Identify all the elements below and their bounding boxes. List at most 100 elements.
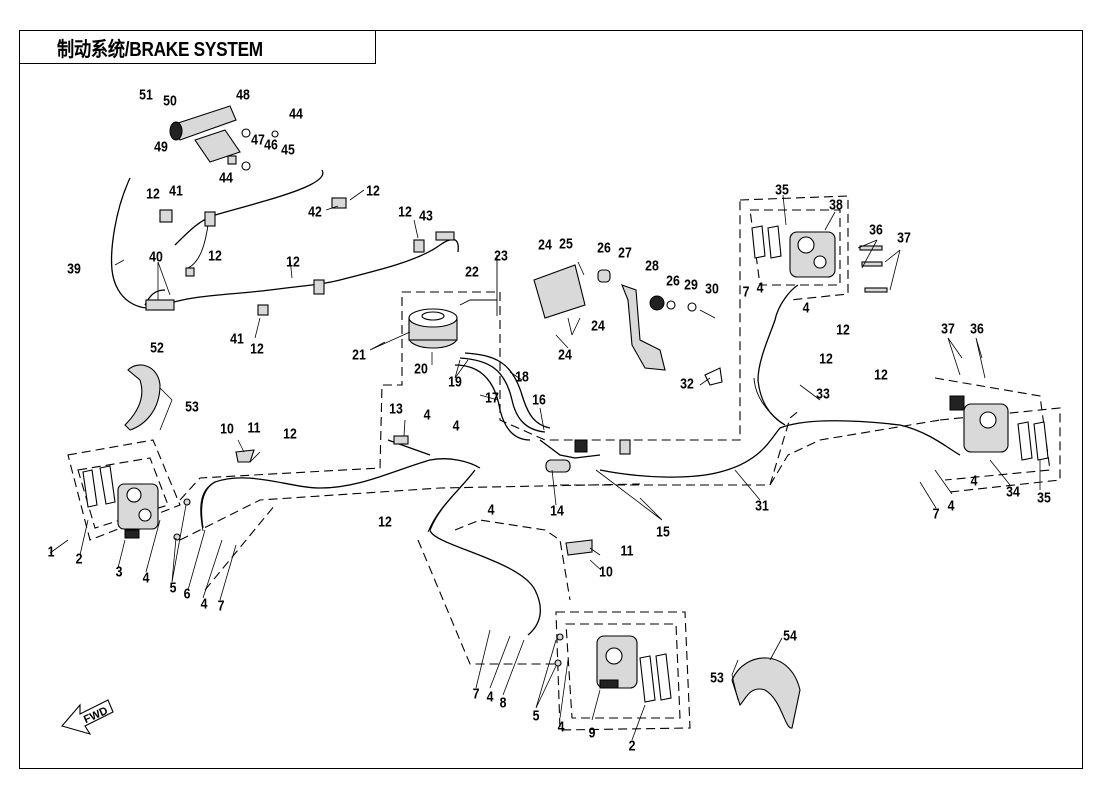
callout-4: 4: [557, 718, 565, 736]
callout-53: 53: [185, 398, 199, 416]
callout-46: 46: [264, 136, 278, 154]
callout-8: 8: [499, 694, 507, 712]
callout-36: 36: [869, 221, 883, 239]
callout-5: 5: [169, 579, 177, 597]
callout-1: 1: [47, 543, 55, 561]
callout-19: 19: [448, 373, 462, 391]
callout-35: 35: [1037, 489, 1051, 507]
callout-10: 10: [599, 563, 613, 581]
callout-4: 4: [947, 497, 955, 515]
callout-20: 20: [414, 360, 428, 378]
callout-18: 18: [515, 368, 529, 386]
small-components: [124, 155, 801, 729]
callout-12: 12: [366, 182, 380, 200]
callout-12: 12: [208, 247, 222, 265]
front-right-caliper: [949, 395, 1049, 461]
title-box: [19, 30, 376, 64]
callout-32: 32: [680, 375, 694, 393]
callout-4: 4: [970, 472, 978, 490]
callout-26: 26: [666, 272, 680, 290]
callout-50: 50: [163, 92, 177, 110]
callout-30: 30: [705, 280, 719, 298]
callout-40: 40: [149, 248, 163, 266]
callout-14: 14: [550, 502, 564, 520]
callout-3: 3: [115, 563, 123, 581]
callout-4: 4: [802, 299, 810, 317]
callout-36: 36: [970, 320, 984, 338]
brake-lines: [110, 169, 961, 636]
callout-21: 21: [352, 346, 366, 364]
callout-23: 23: [494, 247, 508, 265]
callout-5: 5: [532, 707, 540, 725]
callout-24: 24: [591, 317, 605, 335]
diagram-title: 制动系统/BRAKE SYSTEM: [57, 39, 263, 61]
callout-41: 41: [230, 330, 244, 348]
callout-4: 4: [142, 569, 150, 587]
callout-47: 47: [251, 131, 265, 149]
callout-24: 24: [538, 236, 552, 254]
callout-51: 51: [139, 86, 153, 104]
callout-28: 28: [645, 257, 659, 275]
callout-45: 45: [281, 141, 295, 159]
callout-29: 29: [684, 276, 698, 294]
callout-27: 27: [618, 244, 632, 262]
callout-38: 38: [829, 196, 843, 214]
callout-4: 4: [423, 406, 431, 424]
callout-12: 12: [874, 366, 888, 384]
callout-35: 35: [775, 181, 789, 199]
callout-34: 34: [1006, 483, 1020, 501]
callout-12: 12: [286, 253, 300, 271]
callout-13: 13: [389, 400, 403, 418]
callout-4: 4: [452, 417, 460, 435]
callout-25: 25: [559, 235, 573, 253]
callout-4: 4: [200, 595, 208, 613]
callout-17: 17: [485, 389, 499, 407]
leader-lines: [49, 189, 1041, 741]
callout-12: 12: [250, 340, 264, 358]
fwd-arrow-icon: [61, 699, 114, 735]
callout-16: 16: [532, 391, 546, 409]
parking-caliper: [751, 225, 888, 293]
rear-caliper: [554, 633, 672, 703]
callout-44: 44: [219, 169, 233, 187]
callout-49: 49: [154, 138, 168, 156]
callout-41: 41: [169, 182, 183, 200]
callout-6: 6: [183, 585, 191, 603]
callout-42: 42: [308, 203, 322, 221]
callout-12: 12: [836, 321, 850, 339]
master-cylinder-reservoir: [408, 255, 498, 349]
front-left-caliper: [82, 465, 191, 541]
callout-15: 15: [656, 523, 670, 541]
callout-43: 43: [419, 207, 433, 225]
handbrake-lever: [169, 105, 279, 171]
callout-12: 12: [819, 350, 833, 368]
callout-37: 37: [897, 229, 911, 247]
callout-37: 37: [941, 320, 955, 338]
callout-11: 11: [620, 542, 634, 560]
callout-2: 2: [75, 550, 83, 568]
callout-54: 54: [783, 627, 797, 645]
callout-44: 44: [289, 105, 303, 123]
callout-48: 48: [236, 86, 250, 104]
callout-7: 7: [932, 505, 940, 523]
callout-4: 4: [487, 501, 495, 519]
callout-7: 7: [217, 597, 225, 615]
callout-26: 26: [597, 239, 611, 257]
callout-39: 39: [67, 260, 81, 278]
callout-7: 7: [472, 685, 480, 703]
callout-4: 4: [486, 688, 494, 706]
callout-31: 31: [755, 497, 769, 515]
callout-12: 12: [283, 425, 297, 443]
callout-12: 12: [378, 513, 392, 531]
callout-52: 52: [150, 339, 164, 357]
callout-4: 4: [756, 279, 764, 297]
brake-pedal-assembly: [533, 264, 723, 386]
callout-10: 10: [220, 420, 234, 438]
callout-24: 24: [558, 346, 572, 364]
callout-12: 12: [146, 185, 160, 203]
callout-12: 12: [398, 203, 412, 221]
diagram-border: [19, 30, 1083, 769]
callout-11: 11: [247, 419, 261, 437]
